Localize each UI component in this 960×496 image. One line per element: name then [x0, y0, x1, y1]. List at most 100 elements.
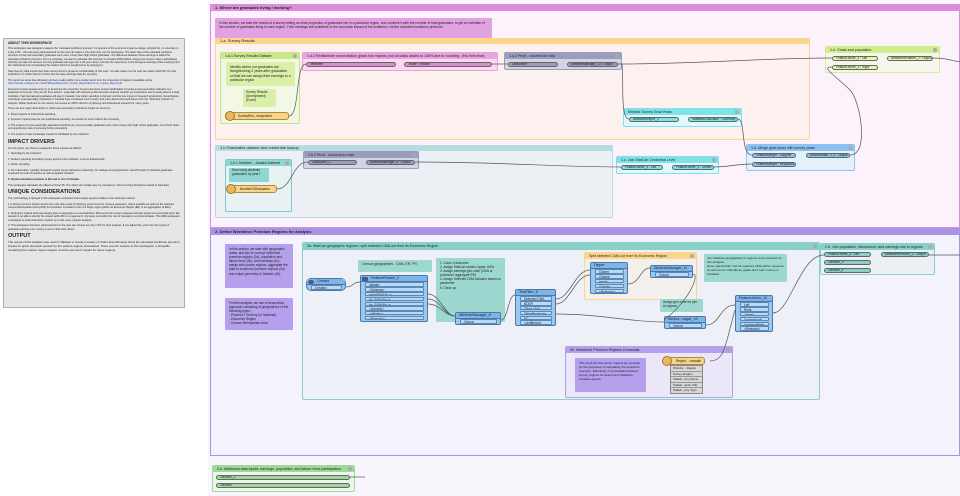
attributekeeper3-input[interactable]: AttributeKeeper_3 — [629, 117, 679, 122]
tester-passed-output[interactable]: Tester : Passed — [404, 62, 492, 67]
collapse-icon[interactable] — [848, 146, 852, 150]
census-geographies-note: Census geographies - CMA, ER, PR — [358, 260, 432, 272]
attributemanager4-output[interactable]: AttributeMan...r_4 : Output — [806, 153, 850, 158]
port[interactable]: ler_000b16g_e — [365, 296, 424, 302]
collapse-icon[interactable] — [615, 54, 619, 58]
attributemanager8-transformer[interactable]: AttributeManager_8 Output — [455, 312, 501, 326]
port[interactable]: lpr_000b16g_e — [365, 301, 424, 306]
about-text: Economic impact assessments try to deter… — [8, 88, 180, 105]
testfilter-input[interactable]: TestFilter — [306, 62, 396, 67]
bookmark-1a-title[interactable]: 1.a. Survey Results — [215, 38, 810, 44]
bookmark-1c-title: 1.c. Join StatCan Credential Level — [621, 158, 676, 162]
collapse-icon[interactable] — [293, 54, 297, 58]
about-text: 4. For universities, typically: Research… — [8, 169, 173, 176]
bookmark-1-title[interactable]: 1. Where are graduates living / working? — [210, 4, 960, 11]
attributemanager6-output[interactable]: AttributeManager_6 : Output — [366, 160, 415, 165]
report-link[interactable]: https://people.ucalgary.ca/~cwells/Table… — [8, 82, 122, 86]
port[interactable]: Clippee — [595, 274, 624, 279]
testfilter5-transformer[interactable]: TestFilter_5 Selected CMA BCER Other CMA… — [515, 289, 556, 327]
collapse-icon[interactable] — [412, 153, 416, 157]
dipper-transformer[interactable]: Dipper Clipper Clippee Inside Outside <R… — [590, 262, 628, 295]
attributerenamer2-output[interactable]: AttributeRenamer_2 : Output — [887, 56, 933, 61]
port[interactable]: OtherProvinces — [520, 310, 552, 316]
bookmark-1b-title[interactable]: 1.b Graduates dataset and credential loo… — [215, 145, 613, 151]
collapse-icon[interactable] — [348, 467, 352, 471]
port[interactable]: <Rejected> — [740, 326, 769, 331]
bookmark-1b1-title: 1.b.1 Number ...duates Dataset — [230, 161, 280, 165]
attribute: Workfor... Region — [671, 366, 702, 372]
featurejoiner6-left[interactable]: FeatureJoiner_6 : Left — [824, 252, 871, 257]
junction2[interactable]: Junction_2 — [216, 475, 350, 480]
output-port[interactable]: Created — [311, 285, 342, 290]
attributemanager13-output[interactable]: AttributeManager_13 : Output — [567, 62, 618, 67]
port[interactable]: Clipper — [595, 269, 624, 274]
featuremerger-requestor[interactable]: FeatureMerger : Requestor — [752, 162, 796, 167]
port[interactable]: lcma000b16g_e — [365, 291, 424, 297]
junction[interactable]: Junction — [216, 483, 350, 488]
port[interactable]: Selected CMA — [520, 296, 552, 301]
featurejoiner10-transformer[interactable]: FeatureJoiner_10 Left Right Joined Unjoi… — [735, 295, 773, 333]
port[interactable]: Right — [740, 307, 769, 312]
port[interactable]: <Schema> — [365, 287, 424, 292]
attributeremover2-output[interactable]: AttributeRemover_2 : Output — [881, 252, 929, 257]
featuremerger-supplier[interactable]: FeatureMerger : Supplier — [752, 153, 796, 158]
output-port[interactable]: Output — [655, 272, 689, 277]
featurejoiner4-joined[interactable]: FeatureJoiner_4 : Joined — [672, 165, 714, 170]
bookmark-2-title[interactable]: 2. Define Workforce Premium Regions for … — [210, 228, 960, 235]
bookmark-minmax[interactable]: MinMax Survey Grad Years — [623, 108, 742, 127]
creator-transformer[interactable]: Creator Created — [306, 278, 346, 292]
port[interactable]: <Rejected> — [595, 288, 624, 293]
bookmark-1b1-header: 1.b.1 Number ...duates Dataset — [226, 160, 291, 166]
port[interactable]: UnjoinedLeft — [740, 316, 769, 322]
about-text: The methodology employed in this workspa… — [8, 197, 136, 201]
collapse-icon[interactable] — [726, 348, 730, 352]
port[interactable]: UnjoinedRight — [740, 321, 769, 326]
collapse-icon[interactable] — [735, 110, 739, 114]
port[interactable]: Inside — [595, 278, 624, 284]
about-text: The report we wrote has ultimately not b… — [8, 79, 153, 83]
collapse-icon[interactable] — [933, 48, 937, 52]
port[interactable]: Left — [740, 302, 769, 307]
port[interactable]: Joined — [740, 311, 769, 317]
port[interactable]: Initiator — [365, 282, 424, 287]
collapse-icon[interactable] — [928, 245, 932, 249]
featurejoiner3-right[interactable]: FeatureJoiner_3 : Right — [832, 65, 878, 70]
listbuilder-input[interactable]: ListBuilder — [508, 62, 558, 67]
about-text: 2. Student spending (excluding money spe… — [8, 157, 106, 161]
featurejoiner3-left[interactable]: FeatureJoiner_3 : Left — [832, 56, 878, 61]
featurejoiner4-left[interactable]: FeatureJoiner_4 : Left — [621, 165, 663, 170]
about-text: 1. Spending by the institution. — [8, 152, 43, 156]
port[interactable]: <Initiator> — [365, 311, 424, 316]
minmax-header: MinMax Survey Grad Years — [624, 109, 741, 115]
attributemanager10-transformer[interactable]: Attribut...nager_10 Output — [664, 316, 706, 330]
bookmark-1a3[interactable]: 1.a.3 Pivot - columns to rows — [504, 52, 622, 70]
port[interactable]: <Unfiltered> — [520, 320, 552, 325]
about-text: There are four major dimensions in which… — [8, 107, 111, 111]
bookmark-2b-header: 2.b. Additional data inputs: earnings, p… — [213, 466, 354, 472]
junction4[interactable]: Junction_4 — [824, 268, 871, 273]
about-text: For this report, we chose to categorize … — [8, 146, 82, 150]
statisticscalculator-output[interactable]: StatisticsCalculator : Summary — [688, 117, 738, 122]
port[interactable]: Other CMA — [520, 305, 552, 311]
listbuilder2-input[interactable]: ListBuilder_2 — [308, 160, 357, 165]
output-port[interactable]: Output — [669, 323, 702, 328]
port[interactable]: Outside — [595, 283, 624, 289]
collapse-icon[interactable] — [690, 254, 694, 258]
port[interactable]: <Rejected> — [365, 315, 424, 321]
port[interactable]: <Generic> — [365, 306, 424, 311]
output-port[interactable]: Output — [460, 319, 497, 324]
collapse-icon[interactable] — [285, 161, 289, 165]
creator-icon — [308, 279, 314, 284]
featurereader2-transformer[interactable]: FeatureReader_2 Initiator <Schema> lcma0… — [360, 275, 428, 322]
attributemanager10-title: Attribut...nager_10 — [665, 317, 705, 323]
about-text: 5. Alumni education premium in BC and in… — [8, 178, 80, 181]
port[interactable]: BC — [520, 315, 552, 320]
assign-geo-code-note: Assign geo code for join to regions — [660, 299, 703, 312]
creator-title: Creator — [307, 279, 345, 285]
attributemanager11-transformer[interactable]: AttributeManager_11 Output — [650, 265, 693, 279]
collapse-icon[interactable] — [813, 244, 817, 248]
collapse-icon[interactable] — [712, 158, 716, 162]
bookmark-1b2-header: 1.b.2 Pivot - columns to rows — [304, 152, 418, 158]
junction5[interactable]: Junction_5 — [824, 260, 871, 265]
port[interactable]: BCER — [520, 301, 552, 306]
